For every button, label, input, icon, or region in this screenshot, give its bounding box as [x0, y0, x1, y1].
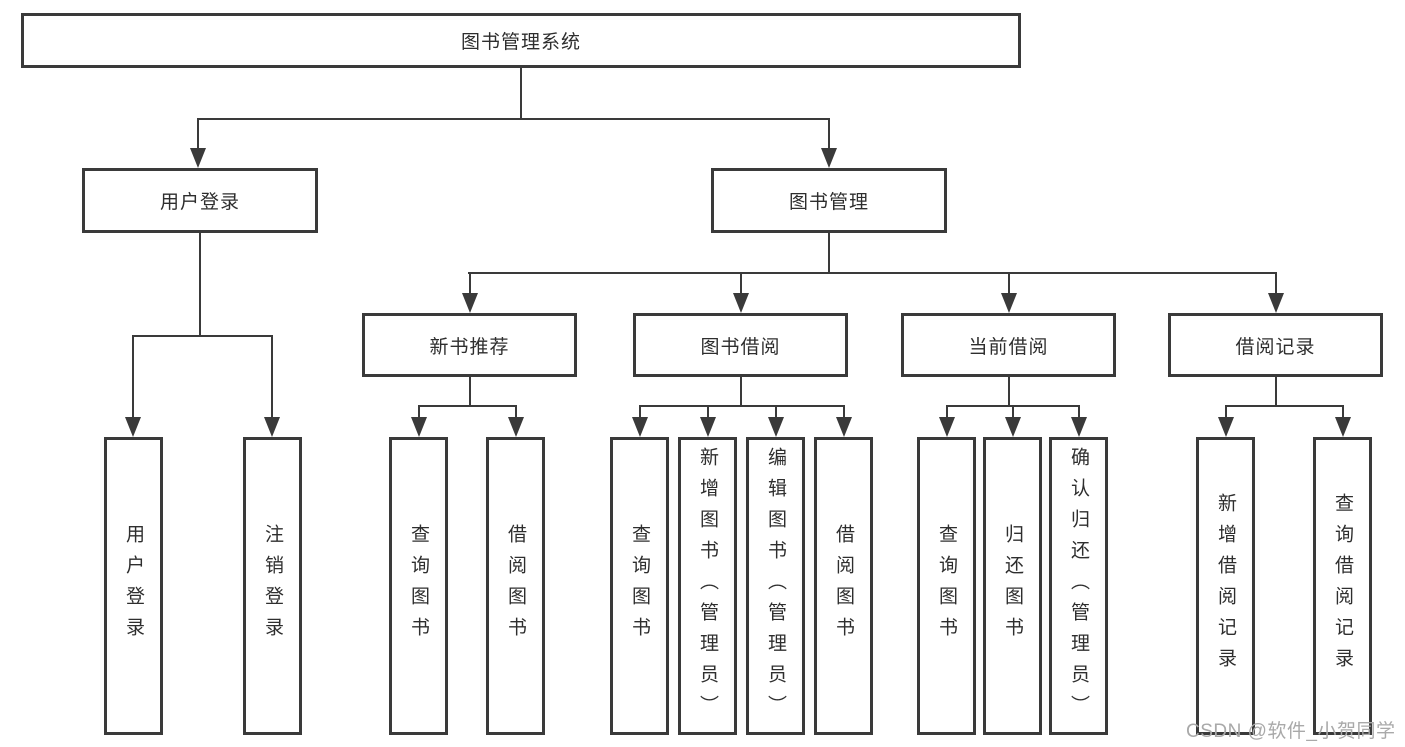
connector-current-borrow-stem — [1007, 377, 1010, 405]
connector-borrow-record-stem — [1274, 377, 1277, 405]
connector-book-borrow-stem — [739, 377, 742, 405]
leaf-user-login: 用户登录 — [104, 437, 163, 735]
node-current-borrow: 当前借阅 — [901, 313, 1116, 377]
arrow-to-leaf-br-add-record — [1217, 405, 1234, 437]
node-new-book-rec: 新书推荐 — [362, 313, 577, 377]
leaf-br-add-record: 新增借阅记录 — [1196, 437, 1255, 735]
leaf-br-query-record: 查询借阅记录 — [1313, 437, 1372, 735]
leaf-logout: 注销登录 — [243, 437, 302, 735]
node-current-borrow-label: 当前借阅 — [968, 336, 1049, 358]
leaf-rec-borrow-book: 借阅图书 — [486, 437, 545, 735]
leaf-bb-edit-book: 编辑图书（管理员） — [746, 437, 805, 735]
leaf-cb-confirm-return-label: 确认归还（管理员） — [1068, 446, 1089, 726]
node-user-login: 用户登录 — [82, 168, 318, 233]
node-book-borrow-label: 图书借阅 — [700, 336, 781, 358]
arrow-to-leaf-rec-query-book — [410, 405, 427, 437]
leaf-cb-query-book: 查询图书 — [917, 437, 976, 735]
leaf-bb-query-book-label: 查询图书 — [629, 524, 650, 648]
node-book-mgmt-label: 图书管理 — [788, 192, 869, 213]
arrow-to-leaf-cb-query-book — [938, 405, 955, 437]
leaf-rec-borrow-book-label: 借阅图书 — [505, 524, 526, 648]
leaf-user-login-label: 用户登录 — [123, 524, 144, 648]
leaf-cb-return-book-label: 归还图书 — [1002, 524, 1023, 648]
connector-book-borrow-bar — [638, 405, 845, 407]
leaf-rec-query-book-label: 查询图书 — [408, 524, 429, 648]
arrow-to-leaf-bb-add-book — [699, 405, 716, 437]
arrow-to-leaf-bb-query-book — [631, 405, 648, 437]
node-user-login-label: 用户登录 — [159, 192, 240, 213]
leaf-br-query-record-label: 查询借阅记录 — [1332, 493, 1353, 679]
arrow-to-book-mgmt — [821, 118, 837, 168]
leaf-cb-confirm-return: 确认归还（管理员） — [1049, 437, 1108, 735]
arrow-to-current-borrow — [1000, 272, 1017, 313]
arrow-to-leaf-cb-return-book — [1004, 405, 1021, 437]
connector-borrow-record-bar — [1224, 405, 1344, 407]
arrow-to-book-borrow — [732, 272, 749, 313]
node-book-borrow: 图书借阅 — [633, 313, 848, 377]
arrow-to-borrow-record — [1267, 272, 1284, 313]
connector-new-book-rec-stem — [468, 377, 471, 405]
connector-book-mgmt-stem — [828, 233, 830, 272]
csdn-watermark: CSDN @软件_小贺同学 — [1186, 721, 1396, 742]
leaf-rec-query-book: 查询图书 — [389, 437, 448, 735]
connector-level1-bar — [197, 118, 830, 120]
arrow-to-leaf-cb-confirm-return — [1070, 405, 1087, 437]
leaf-bb-edit-book-label: 编辑图书（管理员） — [765, 446, 786, 726]
connector-new-book-rec-bar — [417, 405, 516, 407]
leaf-bb-add-book: 新增图书（管理员） — [678, 437, 737, 735]
arrow-to-leaf-rec-borrow-book — [507, 405, 524, 437]
leaf-cb-query-book-label: 查询图书 — [936, 524, 957, 648]
node-root-label: 图书管理系统 — [460, 32, 581, 53]
arrow-to-leaf-bb-edit-book — [767, 405, 784, 437]
arrow-to-leaf-logout — [264, 335, 280, 437]
connector-level2-bar — [468, 272, 1276, 274]
leaf-cb-return-book: 归还图书 — [983, 437, 1042, 735]
arrow-to-leaf-br-query-record — [1334, 405, 1351, 437]
leaf-logout-label: 注销登录 — [262, 524, 283, 648]
connector-root-stem — [520, 68, 522, 118]
connector-user-login-bar — [132, 335, 273, 337]
arrow-to-new-book-rec — [461, 272, 478, 313]
arrow-to-leaf-user-login — [125, 335, 141, 437]
leaf-bb-query-book: 查询图书 — [610, 437, 669, 735]
leaf-bb-borrow-book-label: 借阅图书 — [833, 524, 854, 648]
leaf-br-add-record-label: 新增借阅记录 — [1215, 493, 1236, 679]
node-root: 图书管理系统 — [21, 13, 1021, 68]
node-borrow-record: 借阅记录 — [1168, 313, 1383, 377]
arrow-to-leaf-bb-borrow-book — [835, 405, 852, 437]
leaf-bb-add-book-label: 新增图书（管理员） — [697, 446, 718, 726]
leaf-bb-borrow-book: 借阅图书 — [814, 437, 873, 735]
connector-user-login-stem — [199, 233, 201, 335]
node-new-book-rec-label: 新书推荐 — [429, 336, 510, 358]
arrow-to-user-login — [190, 118, 206, 168]
node-book-mgmt: 图书管理 — [711, 168, 947, 233]
node-borrow-record-label: 借阅记录 — [1235, 336, 1316, 358]
